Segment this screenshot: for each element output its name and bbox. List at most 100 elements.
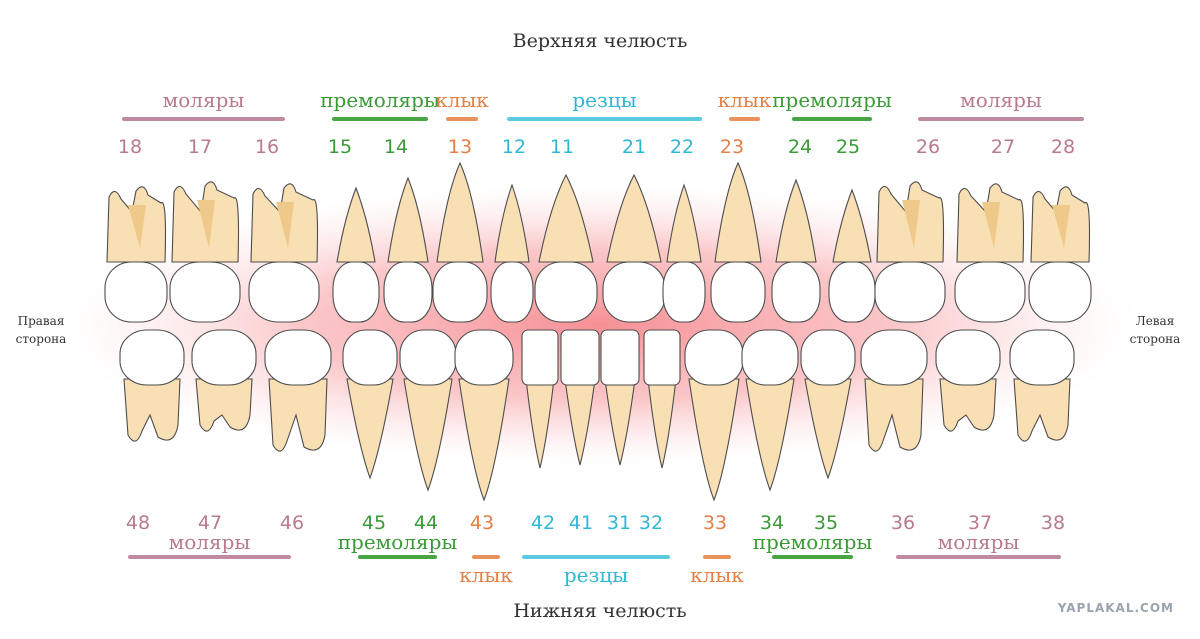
- upper-tooth-25: [828, 188, 876, 323]
- upper-group-label-incisor: резцы: [572, 88, 637, 112]
- lower-tooth-number-41: 41: [568, 512, 594, 534]
- upper-tooth-number-14: 14: [383, 136, 409, 158]
- upper-group-bar-incisor: [507, 117, 702, 121]
- upper-group-bar-canine: [729, 117, 760, 121]
- right-side-label: Правая сторона: [0, 312, 86, 348]
- upper-group-bar-molar: [918, 117, 1084, 121]
- lower-tooth-number-32: 32: [638, 512, 664, 534]
- lower-tooth-number-48: 48: [125, 512, 151, 534]
- right-side-text: Правая сторона: [15, 314, 67, 346]
- upper-tooth-number-21: 21: [621, 136, 647, 158]
- lower-tooth-number-43: 43: [469, 512, 495, 534]
- lower-group-label-molar: моляры: [937, 530, 1020, 554]
- upper-tooth-number-22: 22: [669, 136, 695, 158]
- upper-tooth-number-26: 26: [915, 136, 941, 158]
- left-side-label: Левая сторона: [1110, 312, 1200, 348]
- upper-tooth-number-13: 13: [447, 136, 473, 158]
- lower-tooth-number-38: 38: [1040, 512, 1066, 534]
- upper-group-label-molar: моляры: [162, 88, 245, 112]
- upper-tooth-number-28: 28: [1050, 136, 1076, 158]
- lower-group-bar-canine: [472, 555, 500, 559]
- lower-group-bar-premolar: [358, 555, 437, 559]
- lower-tooth-33: [684, 329, 744, 502]
- upper-group-bar-premolar: [332, 117, 428, 121]
- upper-tooth-21: [602, 173, 666, 323]
- lower-tooth-number-46: 46: [279, 512, 305, 534]
- upper-tooth-16: [248, 183, 320, 323]
- upper-group-bar-canine: [446, 117, 478, 121]
- upper-tooth-23: [710, 161, 766, 323]
- lower-tooth-41: [560, 329, 600, 466]
- upper-tooth-24: [771, 178, 821, 323]
- lower-tooth-46: [264, 329, 332, 452]
- upper-tooth-13: [432, 161, 488, 323]
- lower-tooth-34: [741, 329, 799, 492]
- upper-tooth-15: [332, 186, 380, 323]
- lower-group-label-premolar: премоляры: [752, 530, 873, 554]
- lower-tooth-43: [454, 329, 514, 502]
- lower-group-label-canine: клык: [690, 563, 744, 587]
- lower-tooth-32: [643, 329, 681, 469]
- lower-group-label-canine: клык: [459, 563, 513, 587]
- lower-tooth-42: [521, 329, 559, 469]
- upper-group-label-premolar: премоляры: [320, 88, 440, 112]
- upper-tooth-12: [490, 183, 534, 323]
- upper-group-label-molar: моляры: [960, 88, 1042, 112]
- upper-tooth-17: [169, 181, 241, 323]
- upper-tooth-number-18: 18: [117, 136, 143, 158]
- lower-tooth-number-37: 37: [967, 512, 993, 534]
- upper-tooth-26: [874, 181, 946, 323]
- upper-group-label-premolar: премоляры: [772, 88, 892, 112]
- upper-tooth-number-16: 16: [254, 136, 280, 158]
- lower-group-label-incisor: резцы: [563, 563, 629, 587]
- upper-tooth-27: [954, 183, 1026, 323]
- upper-tooth-number-11: 11: [549, 136, 575, 158]
- lower-tooth-36: [860, 329, 928, 452]
- upper-jaw-title: Верхняя челюсть: [512, 30, 688, 52]
- lower-tooth-number-36: 36: [890, 512, 916, 534]
- lower-tooth-44: [399, 329, 457, 492]
- upper-tooth-11: [534, 173, 598, 323]
- upper-tooth-number-25: 25: [835, 136, 861, 158]
- lower-tooth-number-34: 34: [759, 512, 785, 534]
- lower-group-label-molar: моляры: [168, 530, 251, 554]
- lower-jaw-title: Нижняя челюсть: [513, 600, 687, 622]
- upper-group-bar-molar: [122, 117, 285, 121]
- upper-tooth-number-24: 24: [787, 136, 813, 158]
- lower-tooth-number-42: 42: [530, 512, 556, 534]
- upper-tooth-18: [104, 186, 168, 323]
- lower-tooth-number-47: 47: [197, 512, 223, 534]
- upper-tooth-number-23: 23: [719, 136, 745, 158]
- lower-group-bar-canine: [703, 555, 731, 559]
- lower-tooth-47: [191, 329, 257, 432]
- upper-group-label-canine: клык: [435, 88, 489, 112]
- lower-group-bar-molar: [128, 555, 291, 559]
- upper-tooth-number-15: 15: [327, 136, 353, 158]
- upper-tooth-14: [383, 176, 433, 323]
- upper-group-bar-premolar: [792, 117, 872, 121]
- watermark: YAPLAKAL.COM: [1057, 601, 1174, 615]
- lower-tooth-48: [119, 329, 185, 442]
- lower-tooth-37: [935, 329, 1001, 432]
- lower-tooth-35: [800, 329, 856, 480]
- lower-group-bar-incisor: [522, 555, 670, 559]
- lower-tooth-number-44: 44: [413, 512, 439, 534]
- lower-group-bar-premolar: [772, 555, 853, 559]
- lower-tooth-number-35: 35: [813, 512, 839, 534]
- upper-group-label-canine: клык: [717, 88, 772, 112]
- lower-tooth-number-31: 31: [606, 512, 632, 534]
- lower-tooth-number-45: 45: [361, 512, 387, 534]
- upper-tooth-22: [662, 183, 706, 323]
- lower-tooth-45: [342, 329, 398, 480]
- upper-tooth-number-27: 27: [990, 136, 1016, 158]
- lower-tooth-31: [600, 329, 640, 466]
- upper-tooth-number-12: 12: [501, 136, 527, 158]
- lower-group-bar-molar: [896, 555, 1061, 559]
- upper-tooth-28: [1028, 186, 1092, 323]
- lower-tooth-38: [1009, 329, 1075, 442]
- lower-group-label-premolar: премоляры: [337, 530, 458, 554]
- upper-tooth-number-17: 17: [187, 136, 213, 158]
- lower-tooth-number-33: 33: [702, 512, 728, 534]
